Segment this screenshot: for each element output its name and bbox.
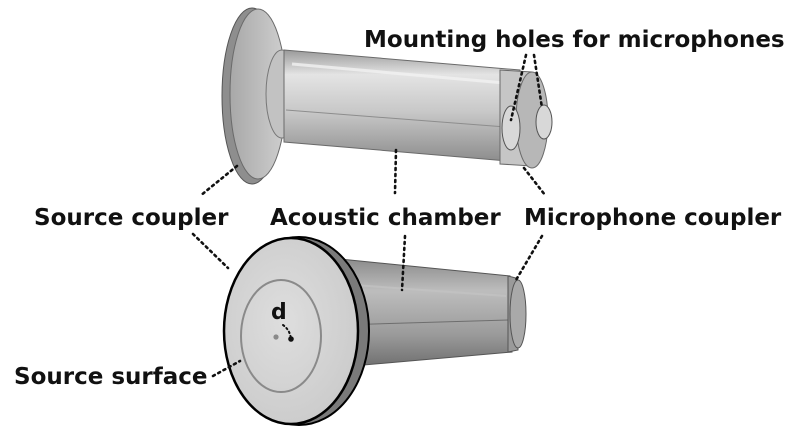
label-source-surface: Source surface: [14, 364, 208, 390]
leader-source-surface: [211, 359, 242, 378]
label-diameter: d: [271, 300, 287, 325]
leader-microphone-bottom: [514, 234, 544, 282]
leader-chamber-bottom: [400, 234, 407, 292]
source-coupler-face: [222, 236, 360, 426]
microphone-coupler-bottom-end: [509, 279, 527, 349]
offset-point: [288, 336, 294, 342]
leader-mounting-hole-2: [532, 53, 544, 110]
leader-source-coupler-bottom: [191, 232, 230, 270]
label-acoustic-chamber: Acoustic chamber: [270, 205, 501, 231]
mounting-hole-1: [501, 105, 521, 151]
highlight-line: [291, 62, 517, 86]
label-microphone-coupler: Microphone coupler: [524, 205, 782, 231]
source-surface-circle: [240, 279, 322, 393]
leader-mounting-hole-1: [509, 53, 528, 122]
leader-lines: [191, 53, 547, 378]
highlight-line: [339, 283, 507, 297]
label-mounting-holes: Mounting holes for microphones: [364, 27, 785, 53]
bottom-device: [222, 236, 527, 426]
leader-microphone-top: [522, 166, 547, 197]
mounting-hole-2: [535, 104, 553, 140]
seam-line: [285, 109, 519, 129]
leader-source-coupler-top: [198, 164, 239, 198]
diameter-dotted-arc: [282, 324, 292, 340]
label-source-coupler: Source coupler: [34, 205, 229, 231]
leader-chamber-top: [393, 148, 398, 195]
source-center-point: [273, 334, 279, 340]
top-device: [221, 7, 553, 185]
